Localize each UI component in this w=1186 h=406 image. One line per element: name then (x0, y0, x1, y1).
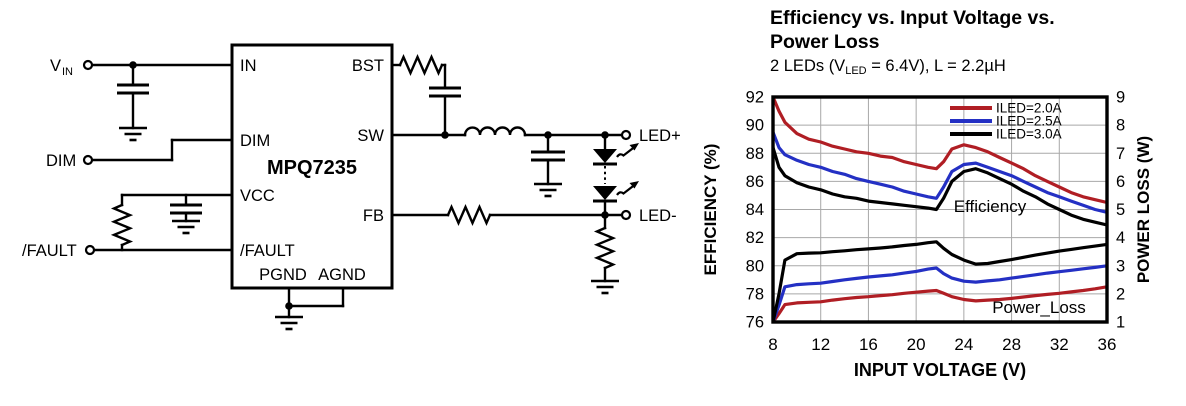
x-tick-label: 28 (1002, 335, 1021, 354)
terminal-dim (82, 154, 94, 166)
inductor (463, 126, 527, 137)
chart-subtitle-subscript: LED (845, 65, 867, 77)
chart-title-line1: Efficiency vs. Input Voltage vs. (770, 7, 1055, 29)
right-tick-label: 8 (1116, 117, 1125, 135)
application-schematic: MPQ7235 IN DIM VCC /FAULT PGND AGND BST … (22, 43, 681, 331)
label-vin-subscript: IN (62, 66, 73, 78)
series-line-Efficiency ILED=3.0A (773, 145, 1107, 227)
plot-border (771, 95, 1109, 324)
ic-body (230, 43, 394, 290)
x-tick-label: 8 (768, 335, 777, 354)
x-tick-label: 32 (1050, 335, 1069, 354)
left-tick-label: 82 (746, 229, 764, 247)
resistor-fb (446, 204, 492, 226)
legend-label-iled-3-0a: ILED=3.0A (996, 127, 1062, 142)
label-dim: DIM (46, 152, 76, 170)
ground-symbol-pgnd (275, 315, 303, 331)
pin-label-dim: DIM (240, 132, 270, 150)
chart-subtitle-text: 2 LEDs (V (770, 57, 846, 75)
ground-symbol-input (119, 126, 147, 142)
resistor-bst (398, 54, 444, 76)
legend: ILED=2.0A ILED=2.5A ILED=3.0A (950, 101, 1062, 142)
left-tick-label: 78 (746, 285, 764, 303)
right-tick-label: 1 (1116, 314, 1125, 332)
chart-panel: Efficiency vs. Input Voltage vs. Power L… (700, 0, 1186, 406)
chart-title: Efficiency vs. Input Voltage vs. Power L… (770, 6, 1055, 54)
led-1 (593, 149, 617, 166)
right-tick-label: 9 (1116, 89, 1125, 107)
ic-part-number: MPQ7235 (267, 157, 357, 179)
chart-subtitle: 2 LEDs (VLED = 6.4V), L = 2.2µH (770, 57, 1006, 77)
left-axis-title: EFFICIENCY (%) (701, 144, 720, 276)
terminal-led-plus (620, 129, 632, 141)
x-tick-label: 20 (907, 335, 926, 354)
label-fault: /FAULT (22, 242, 77, 260)
right-tick-label: 7 (1116, 145, 1125, 163)
series-line-Power Loss ILED=3.0A (773, 240, 1107, 322)
junction-dots (129, 61, 609, 310)
ground-symbol-output (534, 182, 562, 198)
label-led-plus: LED+ (639, 127, 681, 145)
left-tick-label: 76 (746, 314, 764, 332)
annotation-efficiency: Efficiency (954, 197, 1027, 216)
left-tick-label: 86 (746, 173, 764, 191)
left-tick-label: 92 (746, 89, 764, 107)
legend-label-iled-2-0a: ILED=2.0A (996, 101, 1062, 116)
terminal-led-minus (620, 209, 632, 221)
ground-symbol-vcc (172, 219, 200, 235)
pin-label-fb: FB (363, 207, 384, 225)
data-curves (773, 97, 1107, 322)
capacitor-bst (429, 86, 461, 98)
chart-subtitle-text2: = 6.4V), L = 2.2µH (866, 57, 1006, 75)
x-tick-label: 24 (954, 335, 973, 354)
label-vin: V (50, 57, 61, 75)
pin-label-in: IN (240, 57, 257, 75)
terminal-vin (82, 59, 94, 71)
ground-symbol-sense (591, 279, 619, 295)
right-tick-label: 4 (1116, 229, 1125, 247)
led-2 (593, 186, 617, 203)
pin-label-fault: /FAULT (240, 242, 295, 260)
series-line-Power Loss ILED=2.5A (773, 264, 1107, 322)
pin-label-vcc: VCC (240, 187, 275, 205)
label-led-minus: LED- (639, 207, 677, 225)
annotation-power-loss: Power_Loss (992, 298, 1086, 317)
right-axis-title: POWER LOSS (W) (1134, 136, 1153, 283)
capacitor-vcc (170, 203, 202, 215)
x-tick-label: 36 (1098, 335, 1117, 354)
legend-label-iled-2-5a: ILED=2.5A (996, 114, 1062, 129)
left-tick-label: 84 (746, 201, 764, 219)
right-tick-label: 5 (1116, 201, 1125, 219)
right-tick-label: 2 (1116, 285, 1125, 303)
capacitor-output (531, 150, 565, 162)
pin-label-agnd: AGND (318, 266, 366, 284)
led-light-arrow-1 (616, 143, 639, 158)
left-tick-label: 88 (746, 145, 764, 163)
right-tick-label: 6 (1116, 173, 1125, 191)
series-line-Efficiency ILED=2.0A (773, 97, 1107, 205)
series-line-Efficiency ILED=2.5A (773, 130, 1107, 214)
chart-title-line2: Power Loss (770, 31, 880, 53)
capacitor-input (117, 83, 149, 95)
terminal-fault (84, 244, 96, 256)
pin-label-sw: SW (357, 127, 384, 145)
right-tick-label: 3 (1116, 257, 1125, 275)
resistor-current-sense (593, 226, 617, 270)
left-tick-label: 80 (746, 257, 764, 275)
pin-label-bst: BST (352, 57, 384, 75)
pin-label-pgnd: PGND (259, 266, 307, 284)
left-tick-label: 90 (746, 117, 764, 135)
series-line-Power Loss ILED=2.0A (773, 285, 1107, 322)
resistor-fault-pullup (110, 203, 134, 247)
x-tick-label: 12 (811, 335, 830, 354)
x-tick-label: 16 (859, 335, 878, 354)
x-axis-title: INPUT VOLTAGE (V) (854, 360, 1026, 380)
led-light-arrow-2 (616, 181, 639, 196)
